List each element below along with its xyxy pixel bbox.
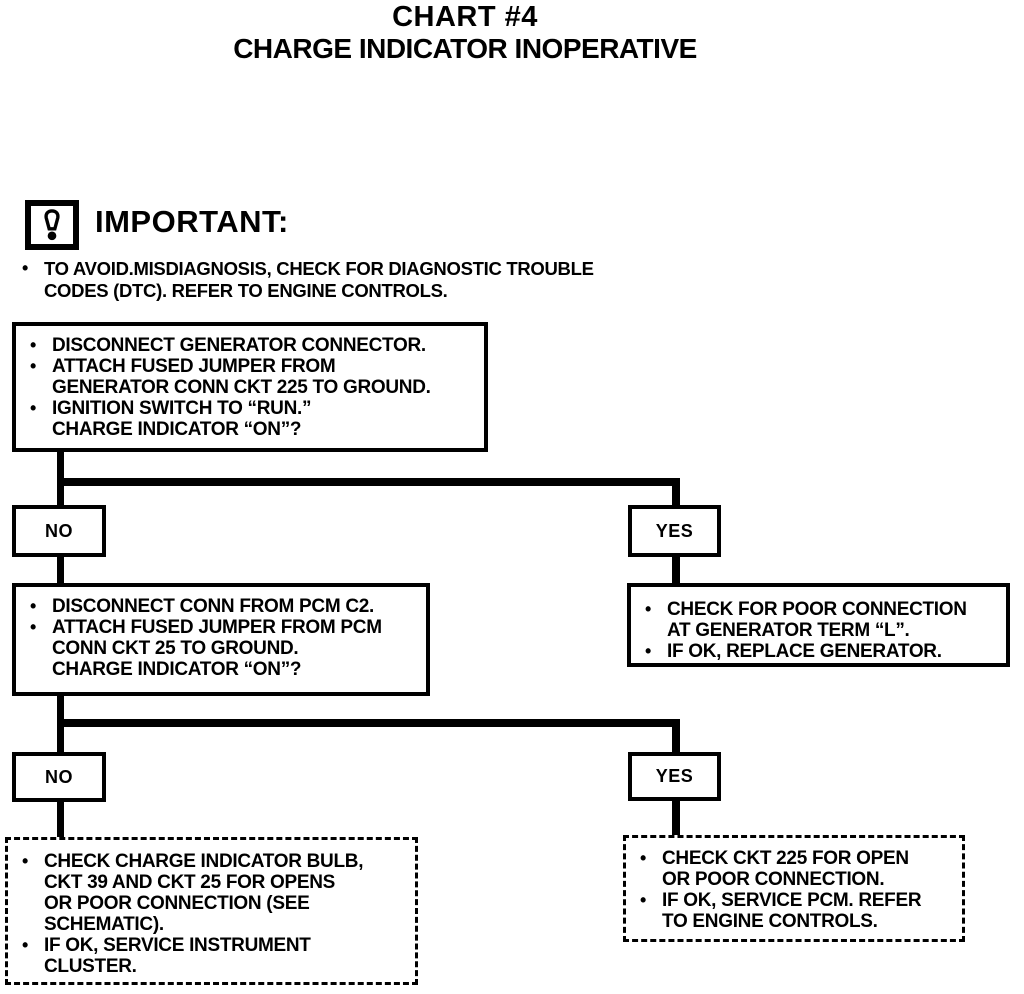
step1-bullet-2: ATTACH FUSED JUMPER FROM GENERATOR CONN … [52,356,431,398]
list-item: • ATTACH FUSED JUMPER FROM GENERATOR CON… [30,356,474,398]
decision1-yes-box: YES [628,505,721,557]
step2-box: • DISCONNECT CONN FROM PCM C2. • ATTACH … [12,583,430,696]
list-item: • DISCONNECT GENERATOR CONNECTOR. [30,335,474,356]
yes2-result-bullet-2: IF OK, SERVICE PCM. REFER TO ENGINE CONT… [662,890,922,932]
connector-line [672,723,680,754]
exclamation-icon [44,209,60,241]
step2-bullet-2: ATTACH FUSED JUMPER FROM PCM CONN CKT 25… [52,617,382,680]
decision1-no-label: NO [45,520,73,541]
bullet-icon: • [30,596,37,616]
decision2-yes-label: YES [655,766,694,786]
yes1-result-bullet-2: IF OK, REPLACE GENERATOR. [667,641,942,662]
bullet-icon: • [645,641,652,661]
decision1-no-box: NO [12,505,106,557]
yes2-result-box: • CHECK CKT 225 FOR OPEN OR POOR CONNECT… [623,835,965,942]
connector-line [672,555,680,585]
list-item: • CHECK CHARGE INDICATOR BULB, CKT 39 AN… [22,851,405,935]
list-item: • IGNITION SWITCH TO “RUN.” CHARGE INDIC… [30,398,474,440]
list-item: • DISCONNECT CONN FROM PCM C2. [30,596,416,617]
list-item: • CHECK CKT 225 FOR OPEN OR POOR CONNECT… [640,848,952,890]
bullet-icon: • [30,356,37,376]
step2-bullet-1: DISCONNECT CONN FROM PCM C2. [52,596,374,617]
list-item: • CHECK FOR POOR CONNECTION AT GENERATOR… [645,599,996,641]
important-label: IMPORTANT: [95,204,289,239]
list-item: • IF OK, SERVICE PCM. REFER TO ENGINE CO… [640,890,952,932]
list-item: • ATTACH FUSED JUMPER FROM PCM CONN CKT … [30,617,416,680]
important-exclamation-icon [25,200,79,250]
important-note: • TO AVOID.MISDIAGNOSIS, CHECK FOR DIAGN… [22,258,722,301]
bullet-icon: • [645,599,652,619]
list-item: • IF OK, REPLACE GENERATOR. [645,641,996,662]
bullet-icon: • [22,258,29,278]
decision2-no-box: NO [12,752,106,802]
yes2-result-bullet-1: CHECK CKT 225 FOR OPEN OR POOR CONNECTIO… [662,848,909,890]
important-note-text: TO AVOID.MISDIAGNOSIS, CHECK FOR DIAGNOS… [44,258,594,301]
connector-line [57,555,64,585]
bullet-icon: • [30,617,37,637]
no2-result-box: • CHECK CHARGE INDICATOR BULB, CKT 39 AN… [5,837,418,985]
bullet-icon: • [640,848,647,868]
connector-line [672,482,680,507]
chart-number: CHART #4 [392,1,538,33]
connector-line [672,799,680,837]
list-item: • IF OK, SERVICE INSTRUMENT CLUSTER. [22,935,405,977]
connector-line [57,719,680,727]
bullet-icon: • [22,851,29,871]
page-title: CHART #4 CHARGE INDICATOR INOPERATIVE [0,1,930,65]
bullet-icon: • [30,335,37,355]
step1-box: • DISCONNECT GENERATOR CONNECTOR. • ATTA… [12,322,488,452]
decision2-no-label: NO [45,766,73,787]
decision1-yes-label: YES [655,520,694,541]
no2-result-bullet-1: CHECK CHARGE INDICATOR BULB, CKT 39 AND … [44,851,364,935]
no2-result-bullet-2: IF OK, SERVICE INSTRUMENT CLUSTER. [44,935,311,977]
yes1-result-bullet-1: CHECK FOR POOR CONNECTION AT GENERATOR T… [667,599,967,641]
bullet-icon: • [22,935,29,955]
connector-line [57,800,64,840]
connector-line [57,478,680,486]
step1-bullet-1: DISCONNECT GENERATOR CONNECTOR. [52,335,426,356]
chart-subtitle: CHARGE INDICATOR INOPERATIVE [233,33,697,64]
bullet-icon: • [30,398,37,418]
decision2-yes-box: YES [628,752,721,801]
yes1-result-box: • CHECK FOR POOR CONNECTION AT GENERATOR… [627,583,1010,667]
bullet-icon: • [640,890,647,910]
step1-bullet-3: IGNITION SWITCH TO “RUN.” CHARGE INDICAT… [52,398,312,440]
